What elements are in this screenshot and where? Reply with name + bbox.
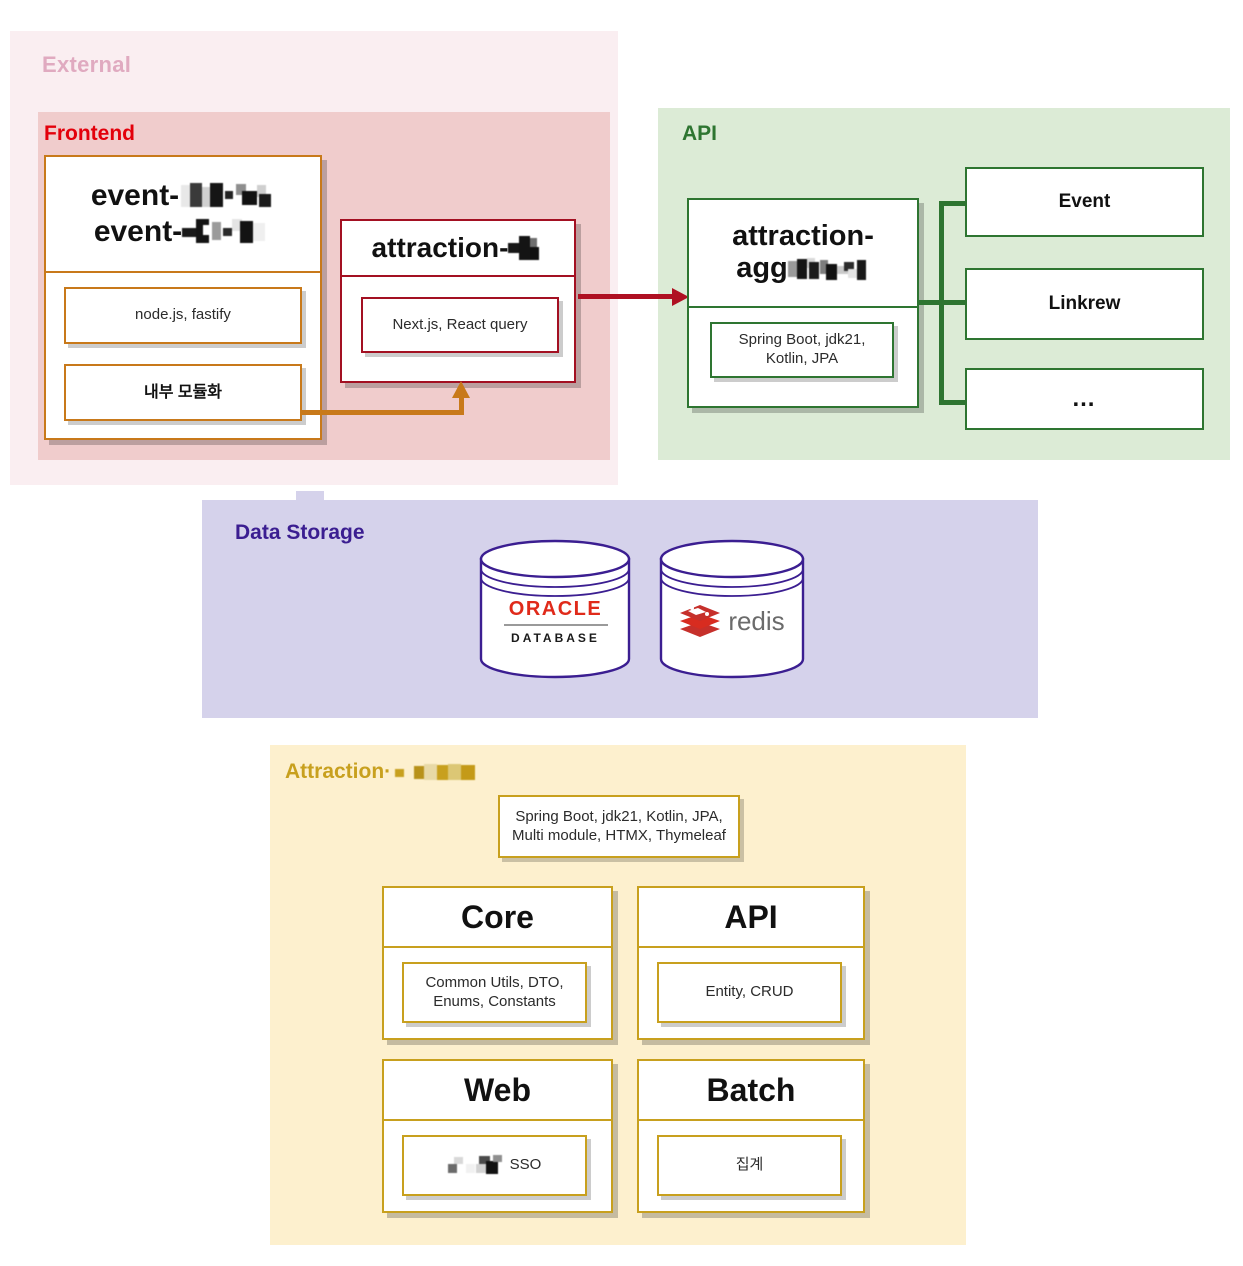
oracle-logo: ORACLE DATABASE <box>478 599 633 645</box>
oracle-database-word: DATABASE <box>511 631 600 645</box>
db-oracle-database[interactable]: ORACLE DATABASE <box>478 539 633 679</box>
node-attraction-web-title: attraction- <box>342 221 574 277</box>
connector-branch-event <box>939 201 969 206</box>
connector-aggregator-arrowhead <box>672 288 689 306</box>
connector-aggregator-fanout-stub <box>919 300 943 305</box>
module-api-title: API <box>639 888 863 948</box>
web-contents-suffix: SSO <box>509 1156 542 1174</box>
group-external-label: External <box>42 52 132 77</box>
node-module-batch[interactable]: Batch 집계 <box>637 1059 865 1213</box>
node-event-service[interactable]: event- event- <box>44 155 322 440</box>
consumer-linkrew-label: Linkrew <box>1048 293 1121 314</box>
node-module-core[interactable]: Core Common Utils, DTO, Enums, Constants <box>382 886 613 1040</box>
attraction-label-redaction <box>395 761 481 783</box>
module-batch-title: Batch <box>639 1061 863 1121</box>
chip-nextjs-react-query: Next.js, React query <box>361 297 559 353</box>
node-module-api[interactable]: API Entity, CRUD <box>637 886 865 1040</box>
connector-internal-module-to-attraction-web-v <box>459 397 464 415</box>
node-aggregator-title: attraction- agg <box>689 200 917 308</box>
event-service-title-line1-prefix: event- <box>90 179 180 212</box>
oracle-divider <box>503 624 608 626</box>
aggregator-title-line1: attraction- <box>732 220 874 253</box>
connector-branch-more <box>939 400 969 405</box>
consumer-more-label: … <box>1071 385 1098 412</box>
redis-wordmark: redis <box>728 605 785 636</box>
node-consumer-more[interactable]: … <box>965 368 1204 430</box>
module-web-title: Web <box>384 1061 611 1121</box>
event-service-title-line1-redaction <box>179 181 275 211</box>
web-contents-redaction <box>447 1154 510 1177</box>
connector-attraction-web-to-aggregator <box>578 294 676 299</box>
attraction-web-title-prefix: attraction- <box>371 232 509 263</box>
node-consumer-linkrew[interactable]: Linkrew <box>965 268 1204 340</box>
event-service-title-line2-redaction <box>182 217 272 247</box>
node-attraction-aggregator[interactable]: attraction- agg Spring Boot, jdk21, Kotl… <box>687 198 919 408</box>
event-service-title-line2-prefix: event- <box>93 215 183 248</box>
db-redis[interactable]: redis <box>658 539 806 679</box>
redis-logo: redis <box>658 601 806 641</box>
chip-web-contents: SSO <box>402 1135 587 1196</box>
group-frontend-label: Frontend <box>44 122 135 145</box>
attraction-label-prefix: Attraction· <box>285 760 392 783</box>
group-storage-notch <box>296 491 324 501</box>
group-attraction-label: Attraction· <box>285 760 481 784</box>
oracle-wordmark: ORACLE <box>508 598 603 620</box>
connector-internal-module-arrowhead <box>452 381 470 398</box>
attraction-web-title-redaction <box>508 234 544 262</box>
chip-attraction-stack: Spring Boot, jdk21, Kotlin, JPA, Multi m… <box>498 795 740 858</box>
group-storage-label: Data Storage <box>235 521 365 544</box>
chip-api-contents: Entity, CRUD <box>657 962 842 1023</box>
chip-aggregator-stack: Spring Boot, jdk21, Kotlin, JPA <box>710 322 894 378</box>
chip-internal-modularization: 내부 모듈화 <box>64 364 302 421</box>
chip-core-contents: Common Utils, DTO, Enums, Constants <box>402 962 587 1023</box>
module-core-title: Core <box>384 888 611 948</box>
chip-node-fastify: node.js, fastify <box>64 287 302 344</box>
group-api-label: API <box>682 122 718 145</box>
node-attraction-web[interactable]: attraction- Next.js, React query <box>340 219 576 383</box>
connector-internal-module-to-attraction-web-h <box>300 410 464 415</box>
connector-branch-linkrew <box>939 300 969 305</box>
node-module-web[interactable]: Web SSO <box>382 1059 613 1213</box>
node-consumer-event[interactable]: Event <box>965 167 1204 237</box>
aggregator-title-line2-prefix: agg <box>736 252 788 284</box>
consumer-event-label: Event <box>1058 191 1111 212</box>
chip-batch-contents: 집계 <box>657 1135 842 1196</box>
redis-stack-icon <box>680 605 721 637</box>
node-event-service-title: event- event- <box>46 157 320 273</box>
aggregator-title-line2-redaction <box>787 255 870 283</box>
